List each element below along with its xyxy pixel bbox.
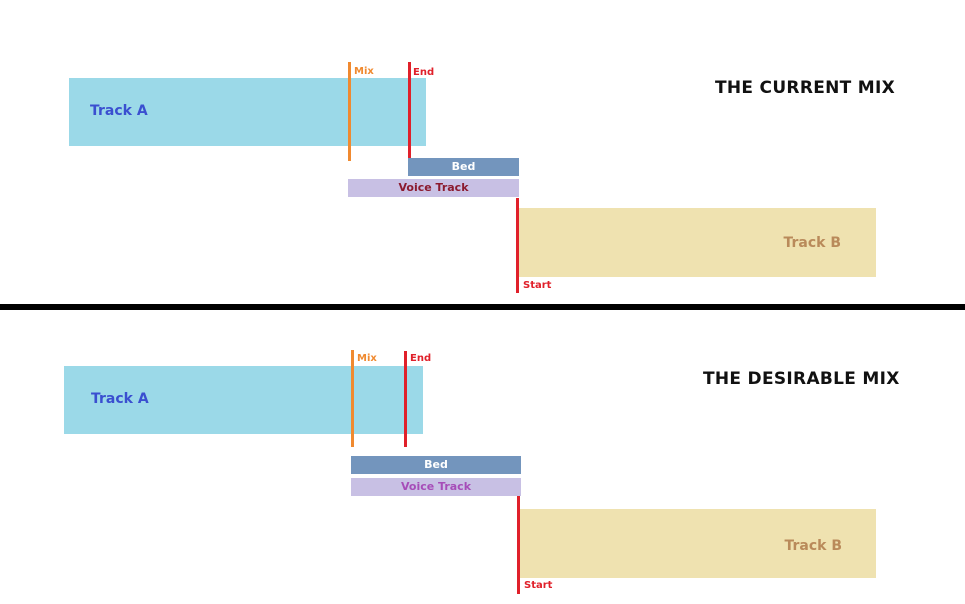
- track-a-block: Track A: [64, 366, 423, 434]
- voice-track-block: Voice Track: [348, 179, 519, 197]
- section-divider: [0, 304, 965, 310]
- bed-label: Bed: [451, 160, 476, 173]
- bed-block: Bed: [408, 158, 519, 176]
- start-marker-label: Start: [524, 580, 553, 591]
- desirable-mix-title: THE DESIRABLE MIX: [703, 369, 900, 389]
- voice-track-label: Voice Track: [398, 181, 469, 194]
- track-b-block: Track B: [518, 208, 876, 277]
- start-marker-label: Start: [523, 280, 552, 291]
- current-mix-panel: THE CURRENT MIX Track A Mix End Bed Voic…: [69, 62, 896, 293]
- track-b-label: Track B: [784, 538, 842, 554]
- track-b-label: Track B: [783, 235, 841, 251]
- mix-marker-label: Mix: [357, 353, 377, 364]
- track-a-label: Track A: [90, 103, 148, 119]
- start-marker: [517, 496, 520, 594]
- voice-track-label: Voice Track: [400, 480, 472, 493]
- mix-marker: [351, 350, 354, 447]
- bed-label: Bed: [424, 458, 448, 471]
- bed-block: Bed: [351, 456, 521, 474]
- track-b-block: Track B: [520, 509, 876, 578]
- track-a-block: Track A: [69, 78, 426, 146]
- track-a-label: Track A: [91, 391, 149, 407]
- end-marker-label: End: [413, 67, 435, 78]
- desirable-mix-panel: THE DESIRABLE MIX Track A Mix End Bed Vo…: [0, 310, 965, 604]
- start-marker: [516, 198, 519, 293]
- end-marker: [408, 62, 411, 160]
- current-mix-title: THE CURRENT MIX: [715, 78, 896, 98]
- end-marker: [404, 351, 407, 447]
- mix-marker: [348, 62, 351, 161]
- voice-track-block: Voice Track: [351, 478, 521, 496]
- mix-marker-label: Mix: [354, 66, 374, 77]
- end-marker-label: End: [410, 353, 432, 364]
